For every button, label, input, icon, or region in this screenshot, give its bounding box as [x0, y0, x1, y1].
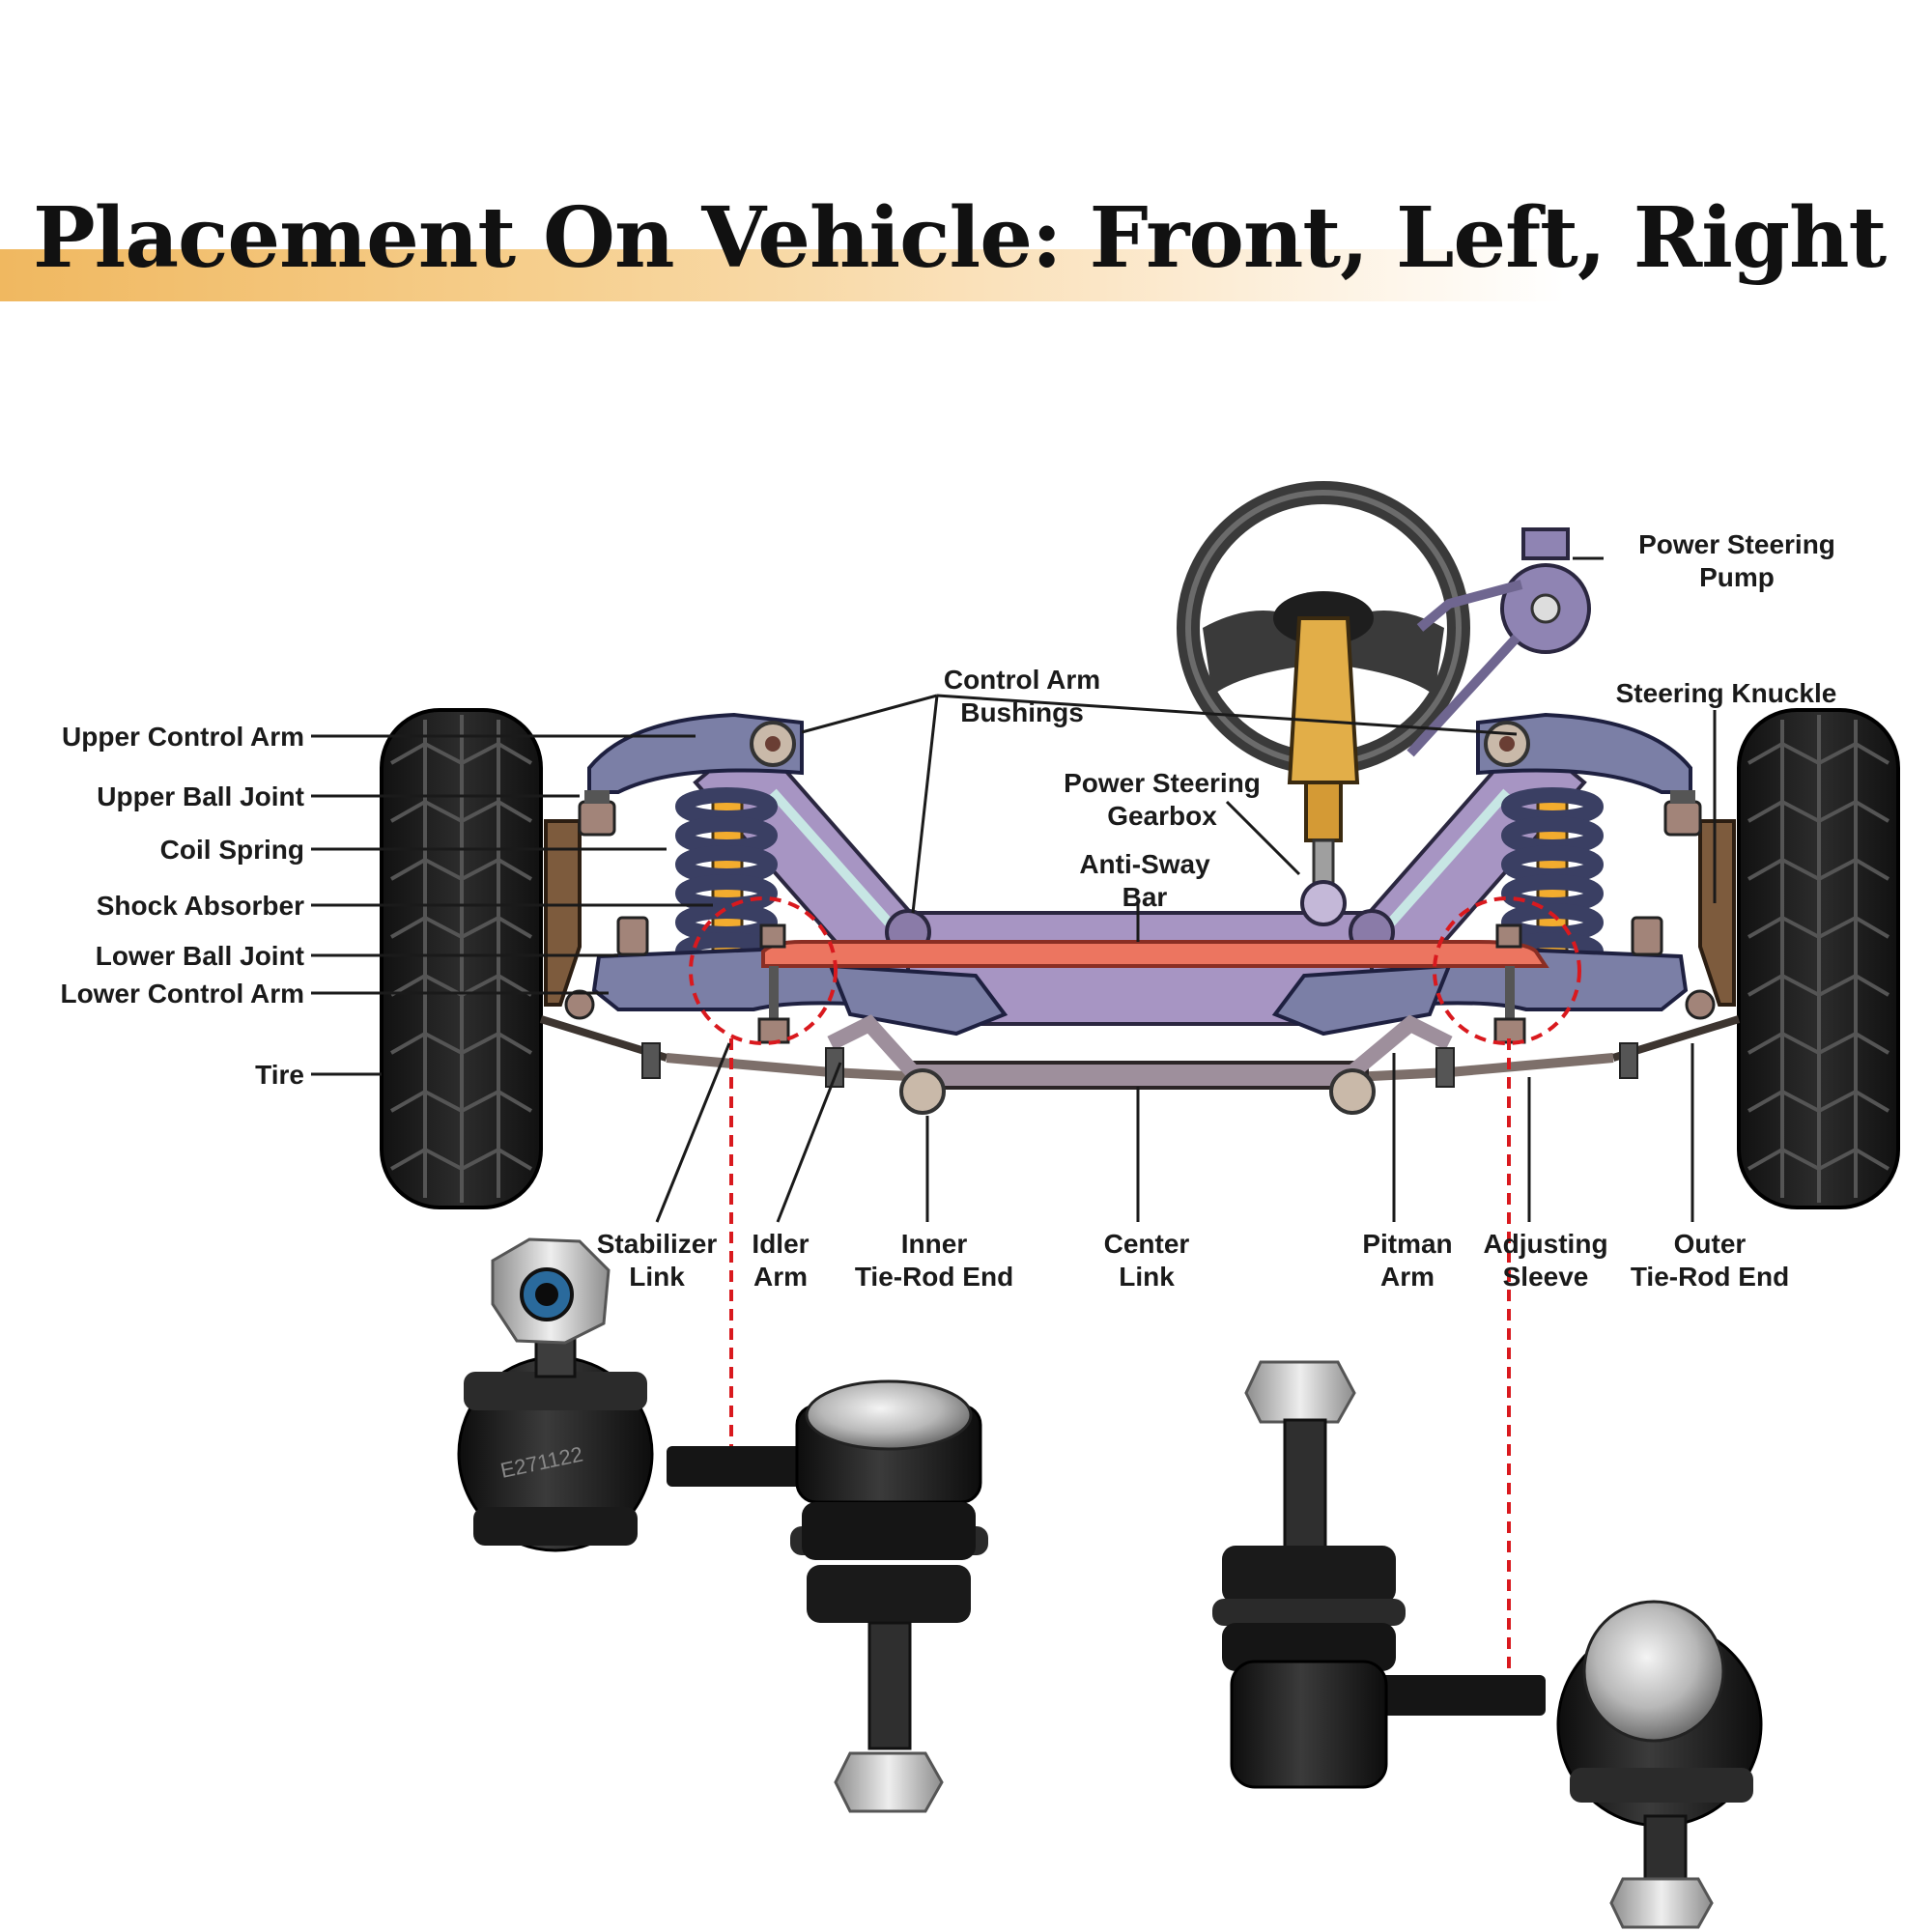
right-upper-control-arm — [1476, 712, 1692, 794]
label-control-arm-bushings-line1: Control Arm — [944, 665, 1100, 695]
label-adjusting-sleeve-line1: Adjusting — [1483, 1229, 1607, 1259]
right-steering-knuckle — [1698, 819, 1736, 1007]
label-tire: Tire — [255, 1060, 304, 1090]
anti-sway-bar — [761, 940, 1549, 968]
label-stabilizer-link-line1: Stabilizer — [597, 1229, 718, 1259]
power-steering-pump — [1406, 527, 1591, 757]
right-tire — [1737, 708, 1900, 1209]
label-center-link-line2: Link — [1119, 1262, 1175, 1292]
label-inner-tie-rod-end-line2: Tie-Rod End — [855, 1262, 1013, 1292]
title-highlight-band — [0, 249, 1565, 301]
label-power-steering-gearbox-line1: Power Steering — [1064, 768, 1261, 798]
label-idler-arm-line1: Idler — [752, 1229, 809, 1259]
leader-lines — [311, 556, 1717, 1223]
label-coil-spring: Coil Spring — [160, 835, 304, 865]
right-stabilizer-link-product — [1212, 1360, 1763, 1929]
label-shock-absorber: Shock Absorber — [97, 891, 304, 921]
left-upper-control-arm — [587, 712, 804, 794]
label-pitman-arm-line1: Pitman — [1362, 1229, 1452, 1259]
label-center-link-line1: Center — [1104, 1229, 1190, 1259]
right-coil-spring — [1501, 787, 1604, 971]
left-upper-ball-joint — [578, 790, 616, 837]
steering-linkage — [539, 989, 1741, 1115]
label-idler-arm-line2: Arm — [753, 1262, 808, 1292]
label-power-steering-gearbox-line2: Gearbox — [1107, 801, 1217, 831]
label-anti-sway-bar-line2: Bar — [1122, 882, 1168, 912]
label-stabilizer-link-line2: Link — [629, 1262, 685, 1292]
label-lower-control-arm: Lower Control Arm — [60, 979, 304, 1009]
left-steering-knuckle — [544, 819, 582, 1007]
steering-column — [1287, 616, 1360, 926]
right-lower-control-arm — [1271, 916, 1689, 1037]
label-upper-control-arm: Upper Control Arm — [62, 722, 304, 752]
label-pitman-arm-line2: Arm — [1380, 1262, 1435, 1292]
page-title: Placement On Vehicle: Front, Left, Right — [33, 189, 1887, 287]
label-control-arm-bushings-line2: Bushings — [960, 697, 1084, 727]
label-outer-tie-rod-end-line2: Tie-Rod End — [1631, 1262, 1789, 1292]
left-stabilizer-link-on-vehicle — [757, 923, 790, 1044]
left-tire — [380, 708, 543, 1209]
left-stabilizer-link-product: E271122 — [457, 1237, 988, 1813]
right-upper-ball-joint — [1663, 790, 1702, 837]
label-outer-tie-rod-end-line1: Outer — [1674, 1229, 1747, 1259]
label-steering-knuckle: Steering Knuckle — [1616, 678, 1837, 708]
label-inner-tie-rod-end-line1: Inner — [901, 1229, 968, 1259]
label-adjusting-sleeve-line2: Sleeve — [1503, 1262, 1589, 1292]
label-power-steering-pump-line2: Pump — [1699, 562, 1775, 592]
label-anti-sway-bar-line1: Anti-Sway — [1079, 849, 1210, 879]
label-power-steering-pump-line1: Power Steering — [1638, 529, 1835, 559]
label-lower-ball-joint: Lower Ball Joint — [96, 941, 304, 971]
label-upper-ball-joint: Upper Ball Joint — [97, 781, 304, 811]
